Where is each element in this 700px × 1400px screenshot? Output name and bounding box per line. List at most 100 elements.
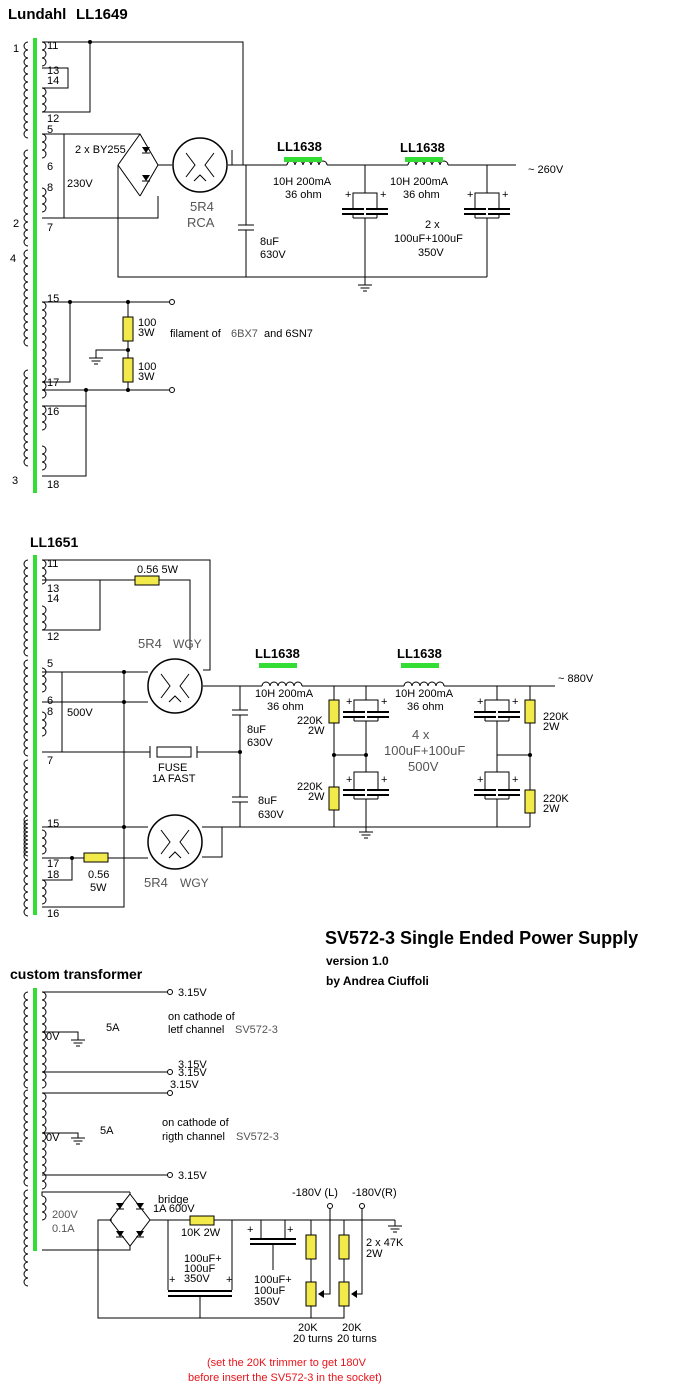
s2-cap-3a bbox=[473, 707, 497, 722]
s3-right-desc-2: rigth channel bbox=[162, 1131, 225, 1143]
s2-tube-bottom-name: 5R4 bbox=[144, 875, 168, 890]
s2-capbank-voltage: 500V bbox=[408, 759, 439, 774]
s2-fuse bbox=[156, 746, 192, 758]
s1-tube-brand: RCA bbox=[187, 215, 215, 230]
s3-smallcap-plus-a: + bbox=[247, 1224, 253, 1236]
s2-res3-watt: 2W bbox=[543, 721, 560, 733]
s2-wire-11 bbox=[42, 559, 211, 671]
s2-rcap1-plus-b: + bbox=[512, 696, 518, 708]
s2-wire-18 bbox=[42, 858, 73, 881]
s2-lcap1-plus-b: + bbox=[381, 696, 387, 708]
s2-res4-watt: 2W bbox=[543, 803, 560, 815]
s1-filament-tubes: 6BX7 bbox=[231, 328, 258, 340]
s2-res3-value: 220K bbox=[543, 711, 569, 723]
s3-left-ct bbox=[42, 1031, 79, 1040]
s2-cap-1b bbox=[366, 707, 390, 722]
s2-hv-dot bbox=[238, 750, 242, 754]
s3-winding-a: 0.1A bbox=[52, 1223, 75, 1235]
s2-fuse-label: FUSE bbox=[158, 762, 187, 774]
s2-rectifier-tube-bottom bbox=[147, 814, 203, 870]
s2-choke-2-label: LL1638 bbox=[397, 646, 442, 661]
s3-bigcap-v2: 100uF bbox=[184, 1263, 215, 1275]
s1-resistor-1 bbox=[122, 316, 134, 342]
s3-term-2 bbox=[167, 1069, 173, 1075]
s1-filament-and: and 6SN7 bbox=[264, 328, 313, 340]
s1-pin-l4: 4 bbox=[10, 253, 16, 265]
s2-pin-12: 12 bbox=[47, 631, 59, 643]
s3-right-ground bbox=[70, 1137, 86, 1145]
s2-l-mid-dot-b bbox=[364, 753, 368, 757]
s3-primary-a bbox=[23, 991, 29, 1089]
s2-res-bottom-value: 0.56 bbox=[88, 869, 109, 881]
s1-r2-watt: 3W bbox=[138, 371, 155, 383]
s2-pin-17: 17 bbox=[47, 858, 59, 870]
s3-title: custom transformer bbox=[10, 966, 143, 982]
s3-right-v1: 3.15V bbox=[178, 1059, 207, 1071]
s3-wiper-l bbox=[320, 1208, 331, 1295]
s3-left-desc-2: letf channel bbox=[168, 1024, 224, 1036]
s1-pin-8: 8 bbox=[47, 182, 53, 194]
s2-cap-a-value: 8uF bbox=[247, 724, 266, 736]
s1-tube-name: 5R4 bbox=[190, 199, 214, 214]
s2-coil-14-12 bbox=[41, 605, 47, 631]
s2-coil-18-16 bbox=[41, 879, 47, 905]
s1-sec-coil-8-7 bbox=[41, 187, 47, 213]
s1-pin-16: 16 bbox=[47, 406, 59, 418]
s1-sec-coil-15-17 bbox=[41, 301, 47, 399]
s2-cap-a-voltage: 630V bbox=[247, 737, 273, 749]
s1-choke-1-spec2: 36 ohm bbox=[285, 189, 322, 201]
s2-lcap-top bbox=[353, 686, 367, 708]
s1-choke-1-spec1: 10H 200mA bbox=[273, 176, 332, 188]
s1-r-gnd-wire bbox=[95, 349, 128, 358]
s3-term-4 bbox=[167, 1172, 173, 1178]
s3-right-desc-3: SV572-3 bbox=[236, 1131, 279, 1143]
s2-lcap2-plus-b: + bbox=[381, 774, 387, 786]
s1-cap-2a bbox=[463, 204, 487, 219]
s2-cap-1a bbox=[342, 707, 366, 722]
s2-dot-6 bbox=[122, 700, 126, 704]
s3-bridge-rating: 1A 600V bbox=[153, 1203, 195, 1215]
s2-tube-bottom-brand: WGY bbox=[180, 876, 209, 890]
s2-res1-watt: 2W bbox=[308, 725, 325, 737]
s1-cap2-wire bbox=[474, 165, 488, 205]
s2-coil-8-7 bbox=[41, 711, 47, 737]
s2-pin-7: 7 bbox=[47, 755, 53, 767]
s3-smallcap-v2: 100uF bbox=[254, 1285, 285, 1297]
s2-pin-14: 14 bbox=[47, 593, 59, 605]
s2-lcap2-top bbox=[353, 771, 366, 786]
s2-winding-voltage: 500V bbox=[67, 707, 93, 719]
s1-diode-wire-c bbox=[117, 164, 141, 197]
s3-coil-bias bbox=[41, 1195, 47, 1221]
s1-cap1-wire bbox=[352, 165, 366, 205]
s1-capbank-count: 2 x bbox=[425, 219, 440, 231]
s2-wire-13b bbox=[159, 579, 191, 650]
s1-pin-18: 18 bbox=[47, 479, 59, 491]
s2-rcap-top bbox=[484, 686, 498, 708]
s1-capbank-voltage: 350V bbox=[418, 247, 444, 259]
s2-cap-3b bbox=[497, 707, 521, 722]
s2-cap-4a bbox=[473, 785, 497, 800]
s2-cap-2a bbox=[342, 785, 366, 800]
schematic-title: SV572-3 Single Ended Power Supply bbox=[325, 928, 638, 948]
s1-wire-13-14 bbox=[42, 67, 69, 89]
s1-cap1-plus-a: + bbox=[345, 189, 351, 201]
s2-pin-15: 15 bbox=[47, 818, 59, 830]
s2-choke-1-label: LL1638 bbox=[255, 646, 300, 661]
s3-res-47k-watt: 2W bbox=[366, 1248, 383, 1260]
s1-resistor-2 bbox=[122, 357, 134, 383]
s2-rcap2-plus-b: + bbox=[512, 774, 518, 786]
s3-left-v2: 3.15V bbox=[178, 1067, 207, 1079]
s2-transformer-core bbox=[33, 555, 37, 915]
s2-rcap2-top bbox=[484, 771, 497, 786]
s3-primary-b bbox=[23, 1089, 29, 1187]
s2-coil-15-17 bbox=[41, 829, 47, 855]
s1-sec-coil-16-18 bbox=[41, 405, 47, 431]
s3-resistor-47k-l bbox=[305, 1234, 317, 1260]
s2-pin-11: 11 bbox=[47, 558, 58, 570]
s2-lcap1-plus-a: + bbox=[346, 696, 352, 708]
s3-bigcap-plus-a: + bbox=[169, 1274, 175, 1286]
s2-primary-b bbox=[23, 659, 29, 757]
s1-pin-6: 6 bbox=[47, 161, 53, 173]
s3-right-v2: 3.15V bbox=[178, 1170, 207, 1182]
